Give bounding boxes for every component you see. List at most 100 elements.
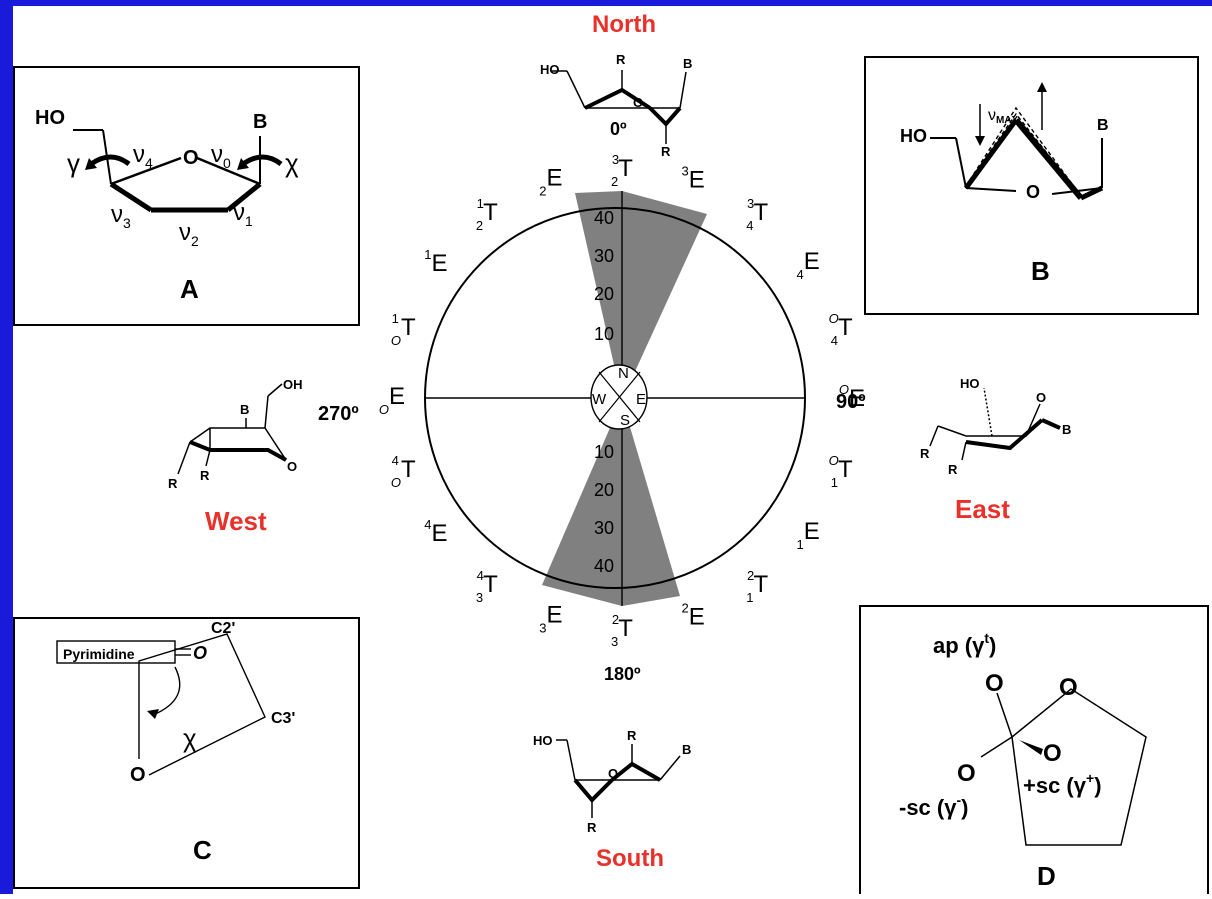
panel-b-label: B [1031, 256, 1050, 286]
west-o: O [287, 459, 297, 474]
south-scale-label: 20 [594, 480, 614, 500]
nu2-label: ν2 [179, 219, 199, 249]
south-sugar-molecule [556, 739, 681, 818]
north-shaded-region [575, 191, 707, 400]
c2-prime-label: C2' [211, 620, 235, 637]
east-title: East [955, 494, 1010, 524]
south-scale-label: 40 [594, 556, 614, 576]
south-scale-label: 10 [594, 442, 614, 462]
center-n: N [618, 365, 629, 382]
sc-plus-label: +sc (γ+) [1023, 770, 1102, 798]
panel-b: O HO B νMAX B [864, 56, 1199, 315]
panel-a-base: B [253, 111, 267, 133]
panel-a-ho: HO [35, 107, 65, 129]
panel-c-chi: χ [183, 723, 197, 753]
north-scale-label: 30 [594, 246, 614, 266]
chi-label: χ [285, 148, 299, 178]
east-r-left: R [920, 446, 930, 461]
nu0-label: ν0 [211, 141, 231, 171]
panel-c-carbonyl-oxygen: O [193, 643, 207, 663]
panel-b-drawing: O HO B νMAX B [900, 82, 1109, 286]
pucker-label: 3E [681, 163, 704, 193]
west-title: West [205, 506, 267, 536]
ap-gamma-t-label: ap (γt) [933, 630, 996, 658]
sc-minus-oxygen: O [957, 760, 976, 787]
north-title: North [592, 11, 656, 38]
nu3-label: ν3 [111, 201, 131, 231]
degree-180-label: 180º [604, 664, 641, 684]
degree-270-label: 270º [318, 403, 359, 425]
west-r-left: R [168, 476, 178, 491]
north-scale-label: 40 [594, 208, 614, 228]
panel-a-label: A [180, 274, 199, 304]
south-r-top: R [627, 728, 637, 743]
pucker-label: OE [839, 382, 865, 412]
south-scale-label: 30 [594, 518, 614, 538]
pyrimidine-label: Pyrimidine [63, 646, 135, 662]
panel-a-ring-oxygen: O [183, 147, 199, 169]
south-title: South [596, 845, 664, 872]
panel-b-base: B [1097, 117, 1109, 134]
ap-oxygen: O [985, 670, 1004, 697]
east-sugar-molecule [929, 387, 1061, 461]
north-scale-label: 20 [594, 284, 614, 304]
sc-minus-label: -sc (γ-) [899, 792, 968, 820]
north-b: B [683, 56, 692, 71]
degree-90-label: 90º [836, 391, 866, 413]
nu1-label: ν1 [233, 199, 253, 229]
panel-c-label: C [193, 835, 212, 865]
panel-c-drawing: Pyrimidine O C2' C3' O χ C [56, 620, 295, 865]
panel-d-drawing: ap (γt) O O O O -sc (γ-) +sc (γ+) D [899, 630, 1147, 891]
pucker-label: 1E [424, 247, 447, 277]
east-b: B [1062, 422, 1071, 437]
panel-d-label: D [1037, 861, 1056, 891]
south-r-bottom: R [587, 820, 597, 835]
pucker-label: OE [379, 383, 405, 417]
pucker-label: 2E [539, 164, 562, 198]
south-shaded-region [542, 400, 680, 606]
north-sugar-molecule [552, 70, 687, 144]
west-sugar-molecule [177, 383, 287, 475]
north-r-bottom: R [661, 144, 671, 159]
panel-d-ring-oxygen: O [1059, 674, 1078, 701]
north-o: O [633, 95, 643, 110]
east-r-right: R [948, 462, 958, 477]
panel-b-ring-oxygen: O [1026, 182, 1040, 202]
east-o: O [1036, 390, 1046, 405]
nu-max-label: νMAX [988, 107, 1019, 126]
panel-c-ring-oxygen: O [130, 764, 146, 786]
north-scale-label: 10 [594, 324, 614, 344]
west-oh: OH [283, 377, 303, 392]
panel-d: ap (γt) O O O O -sc (γ-) +sc (γ+) D [859, 605, 1209, 894]
panel-a-drawing: O HO B γ χ ν4 ν0 ν3 ν2 ν1 A [35, 107, 299, 304]
south-o: O [608, 766, 618, 781]
pucker-label: 3E [539, 602, 562, 636]
pucker-label: 4E [424, 517, 447, 547]
pucker-label: 2E [681, 601, 704, 631]
west-b: B [240, 402, 249, 417]
panel-c: Pyrimidine O C2' C3' O χ C [13, 617, 360, 889]
nu4-label: ν4 [133, 141, 153, 171]
pucker-label: 1E [796, 518, 819, 552]
center-e: E [636, 391, 646, 408]
sc-plus-oxygen: O [1043, 740, 1062, 767]
degree-0-label: 0º [610, 119, 627, 139]
east-ho: HO [960, 376, 980, 391]
panel-a: O HO B γ χ ν4 ν0 ν3 ν2 ν1 A [13, 66, 360, 326]
gamma-label: γ [67, 148, 80, 178]
panel-b-ho: HO [900, 126, 927, 146]
south-b: B [682, 742, 691, 757]
west-r-right: R [200, 468, 210, 483]
south-ho: HO [533, 733, 553, 748]
